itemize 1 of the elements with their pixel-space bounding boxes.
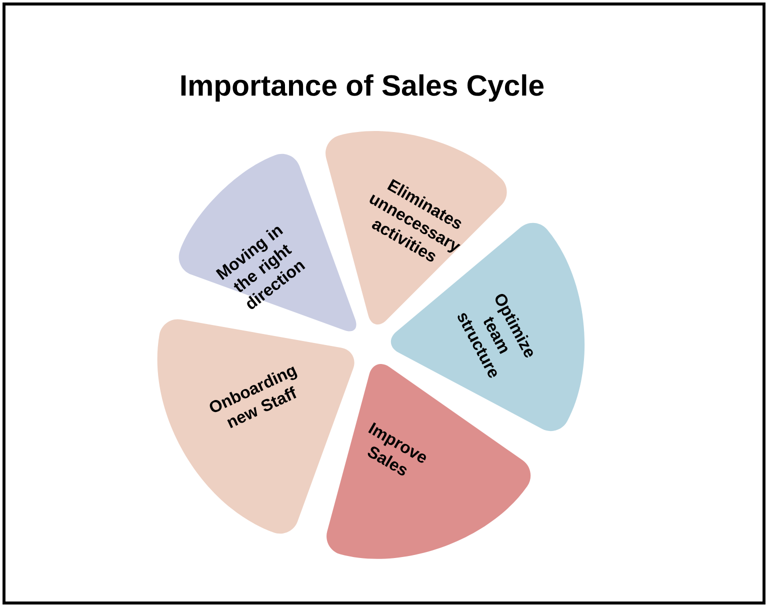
title: Importance of Sales Cycle xyxy=(181,74,544,102)
